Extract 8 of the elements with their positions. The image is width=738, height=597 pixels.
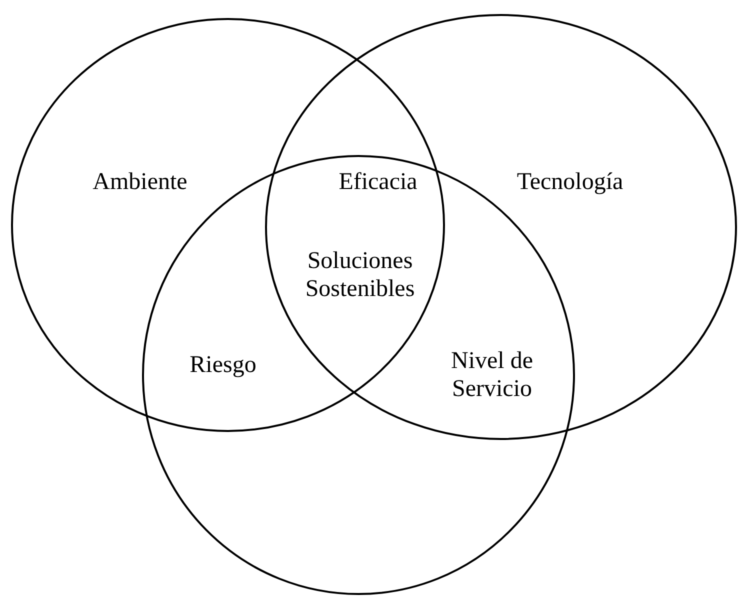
overlap-label: Eficacia bbox=[338, 168, 418, 196]
circle-label: Tecnología bbox=[516, 168, 624, 196]
overlap-label: Riesgo bbox=[188, 351, 258, 379]
circle-label: Ambiente bbox=[92, 168, 188, 196]
overlap-label: Nivel de Servicio bbox=[450, 347, 534, 403]
venn-circle bbox=[11, 18, 445, 432]
venn-circle bbox=[265, 14, 737, 440]
overlap-label: Soluciones Sostenibles bbox=[304, 247, 416, 303]
